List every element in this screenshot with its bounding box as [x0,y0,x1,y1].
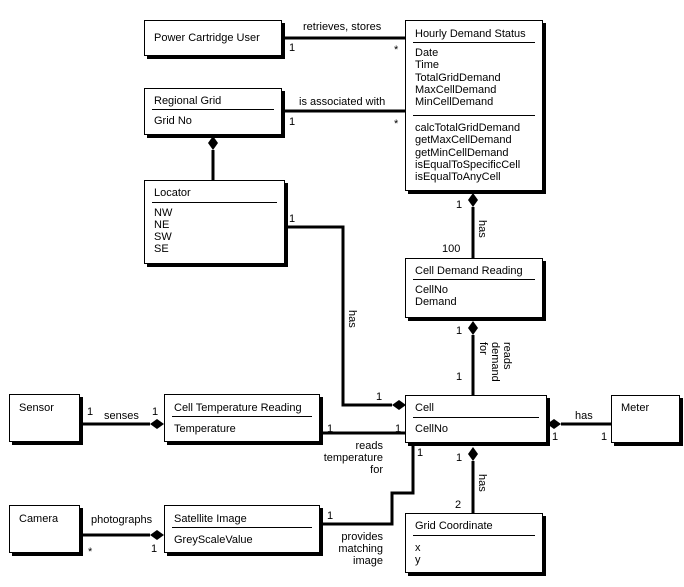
name-divider [413,42,535,43]
multiplicity: 1 [456,452,463,464]
multiplicity: 100 [442,243,461,255]
class-name: Satellite Image [174,513,247,525]
name-divider [413,279,535,280]
multiplicity: 1 [289,116,296,128]
name-divider [413,417,539,418]
association-line-provides-matching-image [320,444,415,526]
attribute-list: GreyScaleValue [174,534,253,546]
class-grid-coordinate[interactable]: Grid Coordinate x y [405,513,543,573]
association-label-has: has [476,474,488,492]
name-divider [172,416,312,417]
label-line: image [353,555,383,567]
diamond-cell-gridcoord [468,447,478,461]
label-line: provides [341,531,383,543]
association-label-demand: demand [489,342,501,382]
attribute-list: NW NE SW SE [154,207,173,255]
class-satellite-image[interactable]: Satellite Image GreyScaleValue [164,505,320,553]
class-name: Locator [154,187,191,199]
multiplicity: 1 [152,406,159,418]
multiplicity: 1 [289,42,296,54]
label-line: reads [355,440,383,452]
association-label-has: has [476,220,488,238]
diamond-regional-grid [208,136,218,150]
multiplicity: 1 [417,447,424,459]
class-cell-demand-reading[interactable]: Cell Demand Reading CellNo Demand [405,258,543,318]
name-divider [413,535,535,536]
class-camera[interactable]: Camera [9,505,80,553]
class-cell-temperature-reading[interactable]: Cell Temperature Reading Temperature [164,394,320,442]
attribute-list: CellNo [415,423,449,435]
association-label-has: has [575,410,593,422]
diamond-ctr-sensor [150,419,164,429]
association-label-reads-temperature-for: reads temperature for [300,440,383,476]
name-divider [172,527,312,528]
multiplicity: 2 [455,499,462,511]
class-power-cartridge-user[interactable]: Power Cartridge User [144,20,282,56]
association-line-locator-cell [285,225,392,407]
diamond-hds [468,193,478,207]
label-line: matching [338,543,383,555]
association-label-provides-matching-image: provides matching image [300,531,383,567]
diamond-satellite-camera [150,530,164,540]
class-name: Meter [621,402,650,414]
multiplicity: 1 [327,423,334,435]
multiplicity: 1 [552,431,559,443]
diamond-cdr [468,321,478,335]
association-label-photographs: photographs [91,514,153,526]
attribute-list: Date Time TotalGridDemand MaxCellDemand … [415,47,501,109]
association-label-has: has [346,310,358,328]
class-name: Sensor [19,402,54,414]
association-label-senses: senses [104,410,139,422]
multiplicity: * [394,44,399,56]
class-name: Regional Grid [154,95,222,107]
name-divider [152,202,277,203]
multiplicity: 1 [456,371,463,383]
class-name: Cell [415,402,434,414]
class-hourly-demand-status[interactable]: Hourly Demand Status Date Time TotalGrid… [405,20,543,191]
class-meter[interactable]: Meter [611,395,680,443]
class-name: Grid Coordinate [415,520,493,532]
multiplicity: 1 [327,510,334,522]
class-name: Camera [19,513,59,525]
class-sensor[interactable]: Sensor [9,394,80,442]
association-label-is-associated-with: is associated with [299,96,386,108]
multiplicity: * [88,546,93,558]
operation-divider [413,115,535,116]
class-name: Power Cartridge User [154,32,260,44]
multiplicity: 1 [456,199,463,211]
diamond-cell-meter [547,419,561,429]
class-name: Hourly Demand Status [415,28,526,40]
multiplicity: 1 [376,391,383,403]
association-label-reads: reads [501,342,513,370]
multiplicity: 1 [395,423,402,435]
attribute-list: Temperature [174,423,236,435]
diamond-cell-locator [392,400,406,410]
association-label-for: for [477,342,489,355]
class-cell[interactable]: Cell CellNo [405,395,547,443]
class-name: Cell Demand Reading [415,265,523,277]
multiplicity: 1 [456,325,463,337]
association-label-retrieves-stores: retrieves, stores [303,21,382,33]
multiplicity: 1 [289,213,296,225]
class-locator[interactable]: Locator NW NE SW SE [144,180,285,264]
attribute-list: Grid No [154,115,192,127]
name-divider [152,109,274,110]
label-line: temperature [323,452,383,464]
class-regional-grid[interactable]: Regional Grid Grid No [144,88,282,135]
class-name: Cell Temperature Reading [174,402,302,414]
multiplicity: 1 [601,431,608,443]
attribute-list: CellNo Demand [415,284,457,309]
attribute-list: x y [415,542,421,567]
multiplicity: 1 [87,406,94,418]
operation-list: calcTotalGridDemand getMaxCellDemand get… [415,122,521,184]
multiplicity: 1 [151,543,158,555]
label-line: for [370,464,383,476]
multiplicity: * [394,118,399,130]
